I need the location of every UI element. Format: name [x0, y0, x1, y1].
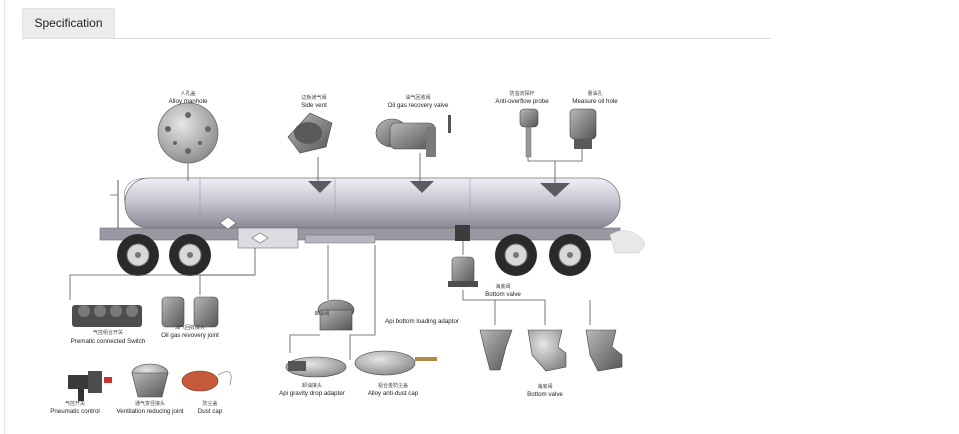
wheel	[117, 234, 159, 276]
label-api-bottom-loading-adaptor-zh: 卸油阀	[314, 310, 329, 317]
label-bottom-valve-bottom-zh: 海底阀	[537, 383, 552, 390]
tank-trailer	[99, 177, 645, 276]
label-api-gravity-drop-adapter: Api gravity drop adapter	[279, 390, 345, 397]
measure-oil-hole-part	[569, 108, 597, 149]
label-measure-oil-hole: Measure oil hole	[572, 98, 618, 105]
label-anti-overflow-probe-zh: 防溢流探杆	[509, 90, 534, 97]
label-pneumatic-control: Pneumatic control	[50, 408, 100, 415]
oil-gas-recovery-valve-part	[375, 115, 451, 157]
pneumatic-connected-switch-part	[72, 305, 142, 327]
side-vent-part	[287, 112, 333, 154]
label-bottom-valve-bottom: Bottom valve	[527, 391, 563, 398]
label-alloy-anti-dust-cap-zh: 铝合金防尘盖	[378, 382, 408, 389]
label-ventilation-reducing-joint-zh: 通气变径接头	[135, 400, 165, 407]
tab-specification[interactable]: Specification	[22, 8, 115, 38]
tab-underline	[22, 38, 771, 39]
label-oil-gas-recovery-joint-zh: 油气回收接头	[175, 324, 205, 331]
tanker-components-diagram: 人孔盖 Alloy manhole 边板通气阀 Side vent 油气回收阀 …	[50, 90, 645, 415]
bottom-valve-bottom-parts	[479, 329, 623, 372]
label-oil-gas-recovery-valve: Oil gas recovery valve	[388, 102, 449, 109]
oil-gas-recovery-joint-part	[161, 296, 219, 328]
leader-lines	[69, 141, 591, 360]
label-alloy-anti-dust-cap: Alloy anti-dust cap	[368, 390, 419, 397]
pneumatic-control-part	[68, 371, 112, 401]
wheel	[549, 234, 591, 276]
wheel	[169, 234, 211, 276]
label-pneumatic-control-zh: 气控开关	[65, 400, 85, 407]
label-side-vent-zh: 边板通气阀	[301, 94, 326, 101]
label-side-vent: Side vent	[301, 102, 327, 109]
api-gravity-drop-adapter-part	[285, 356, 347, 378]
api-bottom-loading-adaptor-part	[317, 299, 355, 331]
label-api-gravity-drop-adapter-zh: 卸油接头	[302, 382, 322, 389]
label-pneumatic-connected-switch: Prematic connected Switch	[71, 338, 146, 345]
label-bottom-valve-top-zh: 海底阀	[495, 283, 510, 290]
page-left-border	[4, 0, 5, 434]
label-pneumatic-connected-switch-zh: 气控组合开关	[93, 329, 123, 336]
wheel	[495, 234, 537, 276]
label-alloy-manhole: Alloy manhole	[169, 98, 208, 105]
anti-overflow-probe-part	[519, 108, 539, 158]
alloy-anti-dust-cap-part	[354, 350, 437, 376]
label-oil-gas-recovery-joint: Oil gas revovery joint	[161, 332, 219, 339]
label-ventilation-reducing-joint: Ventilation reducing joint	[116, 408, 183, 415]
label-measure-oil-hole-zh: 量油孔	[587, 90, 602, 97]
label-oil-gas-recovery-valve-zh: 油气回收阀	[405, 94, 430, 101]
label-api-bottom-loading-adaptor: Api bottom loading adaptor	[385, 318, 459, 325]
label-bottom-valve-top: Bottom valve	[485, 291, 521, 298]
label-anti-overflow-probe: Anti-overflow probe	[495, 98, 549, 105]
alloy-manhole-part	[157, 102, 219, 164]
label-dust-cap: Dust cap	[198, 408, 223, 415]
label-dust-cap-zh: 防尘盖	[202, 400, 217, 407]
ventilation-reducing-joint-part	[131, 363, 169, 398]
label-alloy-manhole-zh: 人孔盖	[180, 90, 195, 97]
bottom-valve-top-part	[448, 256, 478, 287]
dust-cap-part	[181, 370, 232, 392]
